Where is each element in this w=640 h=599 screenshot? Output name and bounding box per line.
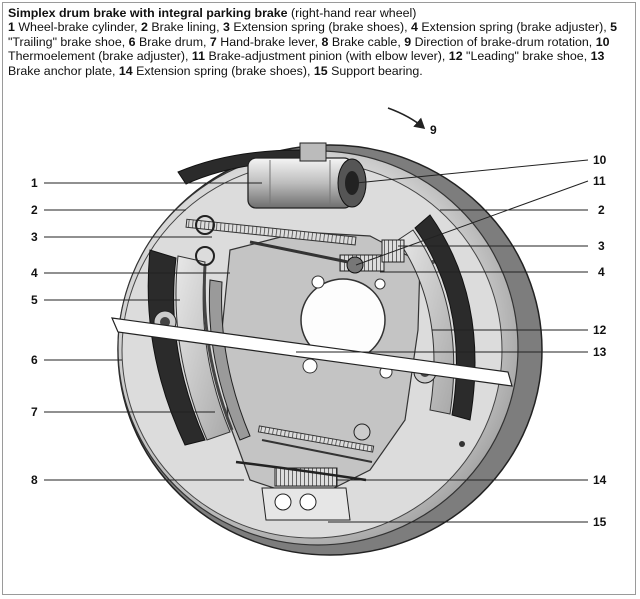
legend-item: 14 Extension spring (brake shoes) — [119, 64, 307, 78]
callout-left-6: 6 — [31, 353, 38, 367]
callout-right-11: 11 — [593, 174, 606, 188]
legend-item-number: 7 — [209, 34, 217, 49]
leader-lines-left — [44, 182, 262, 481]
legend-item: 12 "Leading" brake shoe — [449, 49, 584, 63]
rotation-arrow — [387, 107, 426, 129]
legend-item-number: 13 — [590, 49, 605, 64]
legend-item-number: 5 — [610, 20, 617, 35]
legend-item-label: Wheel-brake cylinder — [18, 20, 135, 35]
legend-item-number: 14 — [118, 63, 133, 78]
callout-left-8: 8 — [31, 473, 38, 487]
callout-right-3: 3 — [598, 239, 605, 253]
extension-spring-shoes-top — [185, 215, 357, 266]
callout-right-14: 14 — [593, 473, 607, 487]
legend-item-label: Brake-adjustment pinion (with elbow leve… — [208, 49, 442, 64]
legend-item-number: 2 — [140, 20, 148, 35]
legend-item-number: 6 — [128, 34, 136, 49]
support-bearing — [261, 487, 351, 521]
leader-lines-right — [296, 159, 589, 523]
callout-left-5: 5 — [31, 293, 38, 307]
legend-item: 9 Direction of brake-drum rotation — [404, 35, 589, 49]
figure-title: Simplex drum brake with integral parking… — [8, 6, 288, 20]
legend-item-label: Hand-brake lever — [220, 34, 315, 49]
legend-item-label: Extension spring (brake shoes) — [233, 20, 405, 35]
callout-left-7: 7 — [31, 405, 38, 419]
callout-right-10: 10 — [593, 153, 607, 167]
callout-left-4: 4 — [31, 266, 38, 280]
figure-header: Simplex drum brake with integral parking… — [8, 6, 632, 78]
legend: 1 Wheel-brake cylinder, 2 Brake lining, … — [8, 20, 617, 78]
legend-item-label: Brake anchor plate — [8, 63, 113, 78]
trailing-brake-shoe — [147, 249, 234, 446]
legend-item: 1 Wheel-brake cylinder — [8, 20, 134, 34]
legend-item-number: 8 — [321, 34, 329, 49]
legend-item-number: 15 — [313, 63, 328, 78]
legend-item-number: 12 — [448, 49, 463, 64]
legend-item-label: "Trailing" brake shoe — [8, 34, 122, 49]
brake-cable — [235, 460, 367, 482]
legend-item-number: 3 — [222, 20, 230, 35]
callout-right-13: 13 — [593, 345, 607, 359]
callout-rotation-9: 9 — [430, 123, 437, 137]
legend-item-label: Brake lining — [151, 20, 217, 35]
callout-right-2: 2 — [598, 203, 605, 217]
legend-item: 7 Hand-brake lever — [210, 35, 315, 49]
legend-item: 11 Brake-adjustment pinion (with elbow l… — [192, 49, 442, 63]
callout-right-12: 12 — [593, 323, 607, 337]
callout-left-2: 2 — [31, 203, 38, 217]
legend-item: 13 Brake anchor plate — [8, 49, 604, 77]
legend-item: 4 Extension spring (brake adjuster) — [411, 20, 603, 34]
legend-item: 8 Brake cable — [322, 35, 398, 49]
legend-item: 10 Thermoelement (brake adjuster) — [8, 35, 609, 63]
legend-item-number: 4 — [411, 20, 418, 35]
legend-item-number: 10 — [595, 34, 610, 49]
callout-left-1: 1 — [31, 176, 38, 190]
legend-item-label: Thermoelement (brake adjuster) — [8, 49, 185, 64]
legend-item-label: Brake drum — [138, 34, 204, 49]
figure-subtitle: (right-hand rear wheel) — [291, 6, 417, 20]
legend-item: 3 Extension spring (brake shoes) — [223, 20, 404, 34]
legend-item-label: Brake cable — [331, 34, 398, 49]
legend-item-number: 1 — [8, 20, 15, 35]
callout-right-4: 4 — [598, 265, 605, 279]
legend-item-label: Support bearing — [331, 63, 420, 78]
legend-item-number: 9 — [404, 34, 412, 49]
legend-item-label: Extension spring (brake adjuster) — [421, 20, 604, 35]
legend-item: 15 Support bearing — [314, 64, 419, 78]
legend-item: 2 Brake lining — [141, 20, 216, 34]
callout-right-15: 15 — [593, 515, 607, 529]
legend-item-number: 11 — [191, 49, 205, 64]
legend-item-label: "Leading" brake shoe — [466, 49, 584, 64]
callout-left-3: 3 — [31, 230, 38, 244]
legend-item-label: Direction of brake-drum rotation — [414, 34, 589, 49]
wheel-brake-cylinder — [247, 142, 367, 209]
legend-item: 5 "Trailing" brake shoe — [8, 20, 617, 48]
legend-item: 6 Brake drum — [129, 35, 203, 49]
legend-item-label: Extension spring (brake shoes) — [136, 63, 307, 78]
